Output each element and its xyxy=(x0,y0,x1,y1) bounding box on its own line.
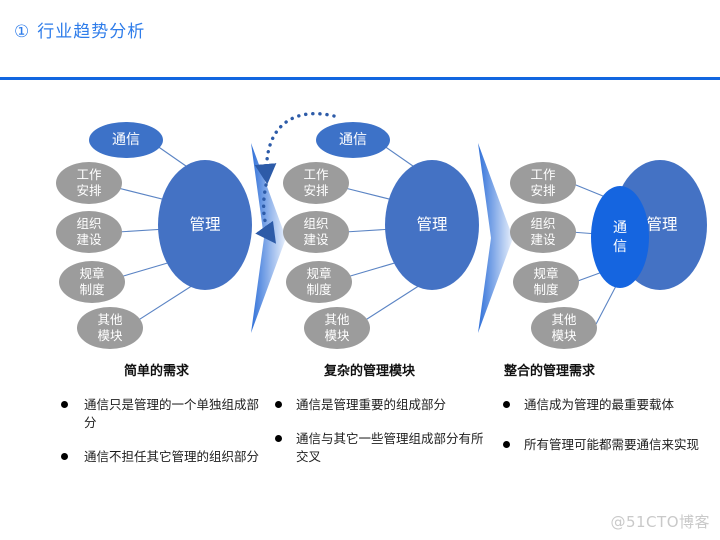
bullet-text: 通信不担任其它管理的组织部分 xyxy=(84,448,260,464)
label-communication-3: 通信 xyxy=(613,220,627,255)
column-heading-1: 简单的需求 xyxy=(124,364,190,379)
ellipse-rules-1 xyxy=(59,261,125,303)
page-title: ① 行业趋势分析 xyxy=(14,24,145,41)
bullet-dot-icon xyxy=(275,401,282,408)
ellipse-management-1 xyxy=(158,160,252,290)
label-work-2: 工作安排 xyxy=(303,167,329,198)
chevron-arrow-1 xyxy=(251,143,286,333)
slide-header: ① 行业趋势分析 xyxy=(0,0,720,80)
label-rules-3: 规章制度 xyxy=(533,266,559,297)
column-integrated: 整合的管理需求 通信成为管理的最重要载体 所有管理可能都需要通信来实现 xyxy=(500,360,715,476)
ellipse-other-2 xyxy=(304,307,370,349)
chevron-arrow-2 xyxy=(478,143,513,333)
list-item: 通信是管理重要的组成部分 xyxy=(272,396,492,414)
ellipse-rules-2 xyxy=(286,261,352,303)
bullet-list-3: 通信成为管理的最重要载体 所有管理可能都需要通信来实现 xyxy=(500,396,715,454)
list-item: 通信不担任其它管理的组织部分 xyxy=(58,448,268,466)
bullet-text: 通信与其它一些管理组成部分有所交叉 xyxy=(296,430,484,464)
diagram-group-complex: 管理 通信 工作安排 组织建设 规章制度 其他模块 xyxy=(283,122,479,349)
label-communication-2: 通信 xyxy=(339,132,367,148)
bullet-list-1: 通信只是管理的一个单独组成部分 通信不担任其它管理的组织部分 xyxy=(58,396,268,465)
label-other-1: 其他模块 xyxy=(97,312,123,343)
label-org-2: 组织建设 xyxy=(303,216,329,247)
label-rules-1: 规章制度 xyxy=(79,266,105,297)
label-other-2: 其他模块 xyxy=(324,312,350,343)
circled-number-icon: ① xyxy=(14,22,30,42)
label-work-1: 工作安排 xyxy=(76,167,102,198)
bullet-dot-icon xyxy=(503,401,510,408)
diagram-svg: 管理 通信 工作安排 组织建设 规章制度 xyxy=(56,111,707,349)
list-item: 通信成为管理的最重要载体 xyxy=(500,396,715,414)
bullet-dot-icon xyxy=(61,401,68,408)
ellipse-communication-2 xyxy=(316,122,390,158)
label-org-3: 组织建设 xyxy=(530,216,556,247)
ellipse-other-3 xyxy=(531,307,597,349)
ellipse-org-1 xyxy=(56,211,122,253)
ellipse-org-2 xyxy=(283,211,349,253)
bullet-dot-icon xyxy=(275,434,282,442)
list-item: 通信只是管理的一个单独组成部分 xyxy=(58,396,268,432)
bullet-text: 通信成为管理的最重要载体 xyxy=(524,397,675,412)
bullet-dot-icon xyxy=(61,452,68,460)
label-other-3: 其他模块 xyxy=(551,312,577,343)
diagram-area: 管理 通信 工作安排 组织建设 规章制度 xyxy=(0,85,720,360)
dotted-curve-arrow-lower xyxy=(255,183,276,244)
diagram-group-integrated: 管理 通信 工作安排 组织建设 规章制度 xyxy=(510,160,707,349)
list-item: 通信与其它一些管理组成部分有所交叉 xyxy=(272,430,492,466)
ellipse-work-3 xyxy=(510,162,576,204)
header-divider xyxy=(0,77,720,80)
text-columns: 简单的需求 通信只是管理的一个单独组成部分 通信不担任其它管理的组织部分 复杂的… xyxy=(0,360,720,540)
dotted-curve-arrow xyxy=(254,111,336,185)
column-complex: 复杂的管理模块 通信是管理重要的组成部分 通信与其它一些管理组成部分有所交叉 xyxy=(272,360,492,481)
label-work-3: 工作安排 xyxy=(530,167,556,198)
ellipse-management-2 xyxy=(385,160,479,290)
list-item: 所有管理可能都需要通信来实现 xyxy=(500,436,715,454)
bullet-dot-icon xyxy=(503,440,510,448)
ellipse-communication-1 xyxy=(89,122,163,158)
label-rules-2: 规章制度 xyxy=(306,266,332,297)
column-heading-2: 复杂的管理模块 xyxy=(324,364,416,379)
ellipse-other-1 xyxy=(77,307,143,349)
label-management-3: 管理 xyxy=(646,216,677,234)
bullet-text: 通信只是管理的一个单独组成部分 xyxy=(84,397,260,430)
bullet-text: 通信是管理重要的组成部分 xyxy=(296,397,447,412)
label-communication-1: 通信 xyxy=(112,132,140,148)
column-heading-3: 整合的管理需求 xyxy=(504,364,596,379)
column-simple: 简单的需求 通信只是管理的一个单独组成部分 通信不担任其它管理的组织部分 xyxy=(58,360,268,481)
ellipse-org-3 xyxy=(510,211,576,253)
ellipse-communication-3 xyxy=(591,186,649,288)
bullet-list-2: 通信是管理重要的组成部分 通信与其它一些管理组成部分有所交叉 xyxy=(272,396,492,465)
label-management-1: 管理 xyxy=(189,216,220,234)
ellipse-work-2 xyxy=(283,162,349,204)
diagram-group-simple: 管理 通信 工作安排 组织建设 规章制度 xyxy=(56,122,252,349)
bullet-text: 所有管理可能都需要通信来实现 xyxy=(524,436,700,452)
ellipse-work-1 xyxy=(56,162,122,204)
label-management-2: 管理 xyxy=(416,216,447,234)
page-title-text: 行业趋势分析 xyxy=(37,22,146,42)
label-org-1: 组织建设 xyxy=(76,216,102,247)
ellipse-rules-3 xyxy=(513,261,579,303)
